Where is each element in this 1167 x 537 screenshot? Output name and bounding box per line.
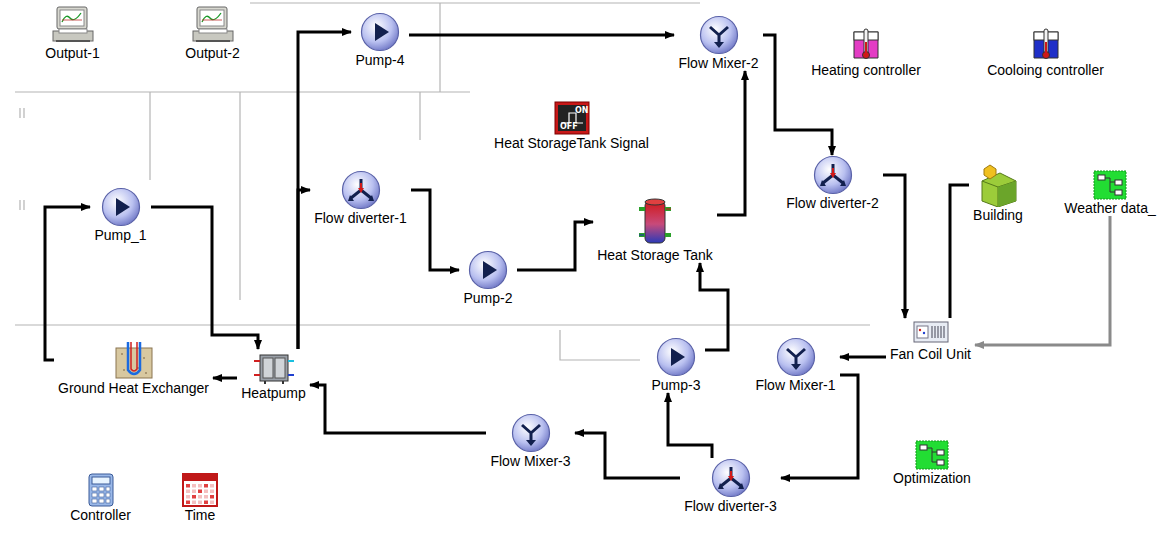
component-block: Time <box>178 473 222 523</box>
component-label: Heating controller <box>807 62 925 78</box>
component-block: Heating controller <box>807 28 925 78</box>
mix-icon <box>699 15 739 55</box>
component-block: Flow Mixer-2 <box>674 15 763 71</box>
component-label: Time <box>178 507 222 523</box>
out-icon <box>51 5 95 45</box>
component-block: Cooloing controller <box>983 28 1108 78</box>
component-label: Heat Storage Tank <box>593 247 717 263</box>
div-icon <box>813 155 853 195</box>
net-icon <box>1093 170 1127 200</box>
pipe-connector <box>45 207 90 360</box>
pipe-connector <box>517 222 593 270</box>
component-block: Flow diverter-2 <box>782 155 883 211</box>
component-label: Building <box>969 207 1027 223</box>
switch-state-text: ON <box>575 106 589 115</box>
pipe-connector <box>298 190 310 349</box>
component-block: Output-1 <box>41 5 104 61</box>
hp-icon <box>254 349 294 385</box>
component-label: Heatpump <box>237 385 310 401</box>
component-label: Flow diverter-1 <box>310 210 411 226</box>
component-block: Output-2 <box>181 5 244 61</box>
component-label: Fan Coil Unit <box>886 346 975 362</box>
mix-icon <box>776 337 816 377</box>
pump-icon <box>656 337 696 377</box>
component-label: Output-1 <box>41 45 104 61</box>
pipe-connector <box>763 35 832 155</box>
out-icon <box>191 5 235 45</box>
component-block: Ground Heat Exchanger <box>54 340 213 396</box>
pump-icon <box>468 250 508 290</box>
pipe-connector <box>975 216 1110 345</box>
signal-line <box>15 3 870 360</box>
component-block: Controller <box>66 473 135 523</box>
bld-icon <box>976 163 1020 207</box>
pipe-connector <box>411 190 459 270</box>
pipe-connector <box>213 377 237 380</box>
component-block: Pump-3 <box>647 337 705 393</box>
pipe-connector <box>950 185 969 318</box>
component-block: Weather data_ <box>1060 170 1160 216</box>
component-block: Flow Mixer-1 <box>751 337 840 393</box>
heat-icon <box>851 28 881 62</box>
div-icon <box>341 170 381 210</box>
component-label: Ground Heat Exchanger <box>54 380 213 396</box>
component-block: Heat Storage Tank <box>593 197 717 263</box>
component-block: Heat StorageTank Signal ON OFF <box>490 101 653 151</box>
component-label: Flow Mixer-1 <box>751 377 840 393</box>
net-icon <box>915 440 949 470</box>
pipe-connector <box>717 71 745 215</box>
component-block: Pump-4 <box>351 12 409 68</box>
component-label: Pump_1 <box>90 227 151 243</box>
component-block: Pump-2 <box>459 250 517 306</box>
component-label: Pump-2 <box>459 290 517 306</box>
pipe-connector <box>668 393 712 458</box>
component-label: Pump-3 <box>647 377 705 393</box>
pipe-connector <box>409 34 674 37</box>
component-label: Flow diverter-3 <box>680 498 781 514</box>
component-label: Output-2 <box>181 45 244 61</box>
cool-icon <box>1031 28 1061 62</box>
ghx-icon <box>114 340 154 380</box>
component-label: Flow diverter-2 <box>782 195 883 211</box>
component-label: Pump-4 <box>351 52 409 68</box>
component-block: Flow diverter-1 <box>310 170 411 226</box>
component-label: Heat StorageTank Signal <box>490 135 653 151</box>
div-icon <box>711 458 751 498</box>
component-label: Optimization <box>889 470 975 486</box>
component-label: Flow Mixer-3 <box>486 453 575 469</box>
component-label: Cooloing controller <box>983 62 1108 78</box>
mix-icon <box>511 413 551 453</box>
component-block: Optimization <box>889 440 975 486</box>
component-block: Pump_1 <box>90 187 151 243</box>
component-block: Heatpump <box>237 349 310 401</box>
pipe-connector <box>151 207 258 349</box>
component-block: Flow diverter-3 <box>680 458 781 514</box>
component-block: Flow Mixer-3 <box>486 413 575 469</box>
component-label: Controller <box>66 507 135 523</box>
component-block: Building <box>969 163 1027 223</box>
pipe-connector <box>883 175 905 318</box>
component-block: Fan Coil Unit <box>886 318 975 362</box>
pipe-connector <box>700 263 728 350</box>
fcu-icon <box>912 318 950 346</box>
tank-icon <box>638 197 672 247</box>
component-label: Flow Mixer-2 <box>674 55 763 71</box>
pipe-connector <box>840 356 886 359</box>
time-icon <box>182 473 218 507</box>
pump-icon <box>360 12 400 52</box>
pump-icon <box>101 187 141 227</box>
pipe-connector <box>575 433 680 478</box>
component-label: Weather data_ <box>1060 200 1160 216</box>
pipe-connector <box>310 385 486 433</box>
calc-icon <box>87 473 115 507</box>
switch-state-text: OFF <box>560 122 578 131</box>
